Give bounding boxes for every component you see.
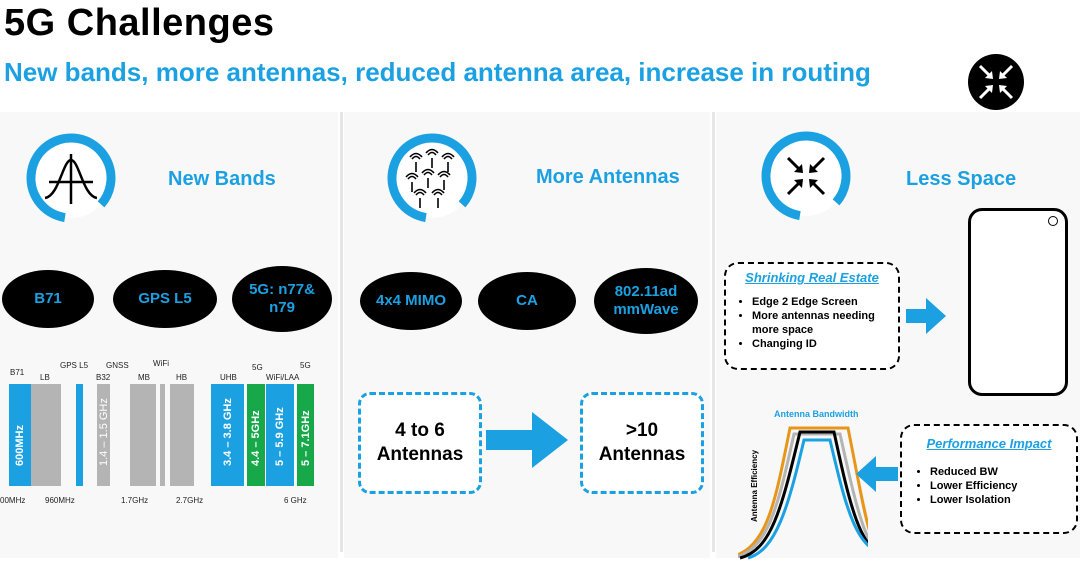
band-bar bbox=[160, 384, 165, 486]
real-estate-box: Shrinking Real Estate Edge 2 Edge Screen… bbox=[724, 262, 900, 370]
spectrum-label: GNSS bbox=[106, 361, 129, 370]
bandwidth-curve-wide bbox=[738, 426, 868, 557]
list-item: Lower Isolation bbox=[930, 493, 1076, 507]
band-bar: 5 – 7.1GHz bbox=[297, 384, 314, 486]
band-bar-label: 4.4 – 5GHz bbox=[250, 410, 262, 466]
axis-label: 960MHz bbox=[45, 496, 75, 505]
arrow-right-icon bbox=[486, 408, 570, 477]
axis-label: 2.7GHz bbox=[176, 496, 204, 505]
compress-arrows-icon bbox=[786, 156, 826, 196]
list-item: Reduced BW bbox=[930, 465, 1076, 479]
spectrum-label: HB bbox=[176, 373, 188, 382]
performance-title: Performance Impact bbox=[926, 436, 1052, 451]
band-bar bbox=[31, 384, 61, 486]
axis-label: 6 GHz bbox=[284, 496, 307, 505]
spectrum-label: WiFi/LAA bbox=[266, 373, 300, 382]
antennas-to-label: Antennas bbox=[598, 444, 686, 465]
list-item: More antennas needing more space bbox=[752, 309, 898, 337]
performance-box: Performance Impact Reduced BW Lower Effi… bbox=[900, 424, 1078, 534]
band-bar-label: 600MHz bbox=[14, 425, 26, 466]
arrow-right-icon bbox=[906, 298, 946, 339]
real-estate-title: Shrinking Real Estate bbox=[745, 270, 879, 285]
band-bar-label: 1.4 – 1.5 GHz bbox=[97, 398, 110, 466]
antenna-pill-mmwave: 802.11ad mmWave bbox=[594, 268, 698, 334]
bandwidth-chart: Antenna Bandwidth Antenna Efficiency bbox=[738, 402, 868, 560]
spectrum-label: B71 bbox=[10, 368, 25, 377]
antennas-heading: More Antennas bbox=[536, 166, 680, 188]
band-pill-5g: 5G: n77& n79 bbox=[232, 266, 332, 332]
band-bar: 4.4 – 5GHz bbox=[247, 384, 265, 486]
band-bar: 5 – 5.9 GHz bbox=[266, 384, 294, 486]
axis-label: 1.7GHz bbox=[121, 496, 149, 505]
spectrum-label: WiFi bbox=[153, 359, 169, 368]
axis-label: 00MHz bbox=[0, 496, 26, 505]
spectrum-label: 5G bbox=[300, 361, 311, 370]
page-title: 5G Challenges bbox=[4, 2, 275, 44]
arrow-left-icon bbox=[856, 456, 898, 497]
band-bar bbox=[170, 384, 194, 486]
antennas-from-count: 4 to 6 bbox=[395, 420, 445, 441]
antennas-to-count: >10 bbox=[625, 420, 659, 441]
band-pill-gps-l5: GPS L5 bbox=[113, 270, 217, 328]
spectrum-label: UHB bbox=[220, 373, 237, 382]
list-item: Changing ID bbox=[752, 337, 898, 351]
bandwidth-curve-narrow bbox=[739, 430, 868, 560]
spectrum-label: 5G bbox=[252, 363, 263, 372]
spectrum-label: MB bbox=[138, 373, 150, 382]
spectrum-chart: B71 LB GPS L5 GNSS B32 WiFi MB HB UHB 5G… bbox=[0, 358, 338, 508]
antennas-from-label: Antennas bbox=[376, 444, 464, 465]
space-heading: Less Space bbox=[906, 168, 1017, 190]
antenna-pill-ca: CA bbox=[478, 272, 576, 330]
space-ring bbox=[760, 130, 852, 222]
antennas-to-box: >10 Antennas bbox=[580, 392, 704, 494]
list-item: Lower Efficiency bbox=[930, 479, 1076, 493]
band-bar bbox=[76, 384, 83, 486]
spectrum-label: GPS L5 bbox=[60, 361, 89, 370]
band-bar: 3.4 – 3.8 GHz bbox=[211, 384, 244, 486]
antenna-pill-mimo: 4x4 MIMO bbox=[360, 272, 462, 330]
band-bar: 1.4 – 1.5 GHz bbox=[97, 384, 110, 486]
band-pill-b71: B71 bbox=[2, 270, 94, 328]
divider bbox=[340, 112, 343, 552]
page-subtitle: New bands, more antennas, reduced antenn… bbox=[4, 57, 871, 87]
chart-title: Antenna Bandwidth bbox=[774, 409, 859, 419]
band-bar-label: 3.4 – 3.8 GHz bbox=[221, 398, 234, 466]
bands-ring bbox=[25, 132, 117, 224]
spectrum-bars: 600MHz 1.4 – 1.5 GHz 3.4 – 3.8 GHz 4.4 –… bbox=[0, 384, 338, 486]
phone-outline bbox=[968, 208, 1068, 396]
antennas-ring bbox=[386, 132, 478, 224]
band-bar: 600MHz bbox=[9, 384, 31, 486]
bandwidth-curve-medium bbox=[738, 432, 868, 558]
divider bbox=[712, 112, 715, 552]
list-item: Edge 2 Edge Screen bbox=[752, 295, 898, 309]
band-bar-label: 5 – 5.9 GHz bbox=[274, 407, 286, 466]
antennas-from-box: 4 to 6 Antennas bbox=[358, 392, 482, 494]
bell-curve-icon bbox=[44, 154, 98, 204]
antenna-array-icon bbox=[405, 148, 455, 208]
compress-badge-icon bbox=[968, 54, 1024, 110]
bandwidth-curve-reduced bbox=[747, 438, 868, 560]
band-bar bbox=[130, 384, 156, 486]
camera-icon bbox=[1048, 216, 1058, 226]
spectrum-label: LB bbox=[40, 373, 50, 382]
spectrum-label: B32 bbox=[96, 373, 111, 382]
bands-heading: New Bands bbox=[168, 168, 276, 190]
band-bar-label: 5 – 7.1GHz bbox=[299, 410, 312, 466]
